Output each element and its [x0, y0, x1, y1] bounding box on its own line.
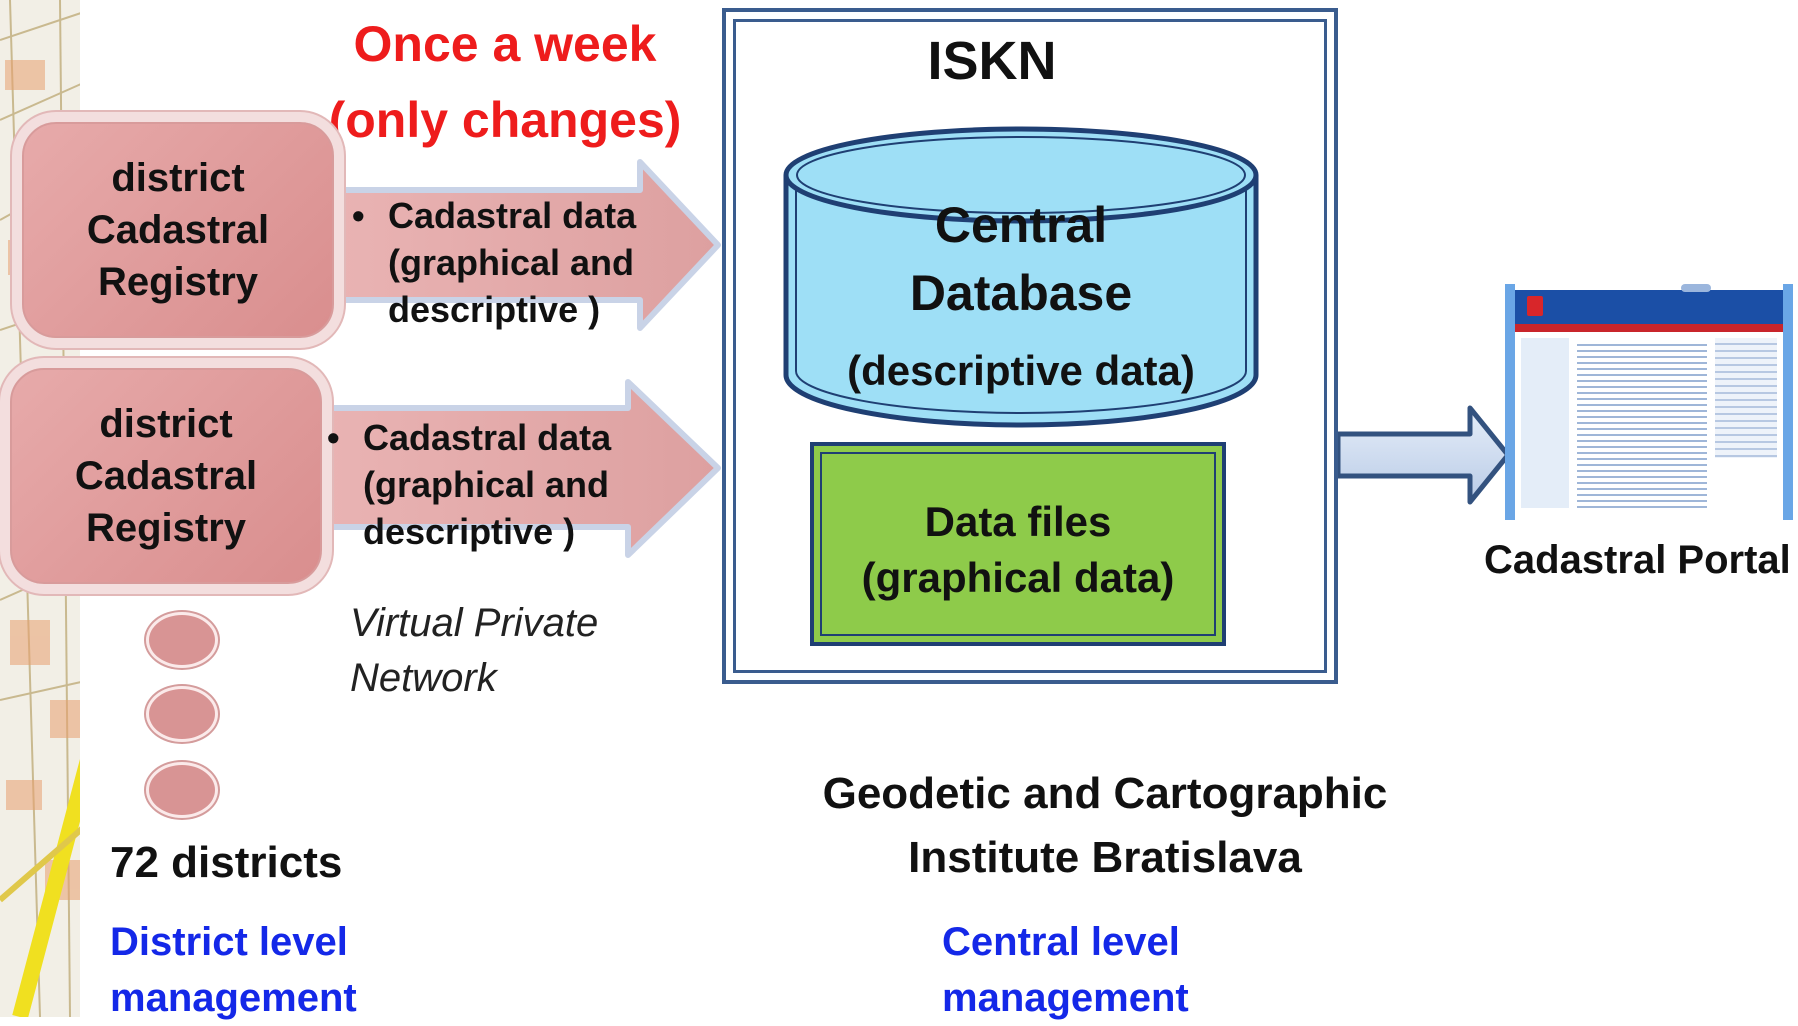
database-label: Central Database (descriptive data): [780, 190, 1262, 416]
arrow-lower-line2: (graphical and: [363, 464, 610, 505]
district-dot-2: [146, 686, 218, 742]
cadastral-portal-caption: Cadastral Portal: [1484, 538, 1791, 582]
iskn-title: ISKN: [927, 31, 1057, 91]
vpn-label: Virtual Private Network: [350, 596, 680, 706]
iskn-inner-frame: [733, 19, 1327, 673]
database-line3: (descriptive data): [847, 347, 1195, 394]
arrow-lower-line1: Cadastral data: [363, 417, 612, 458]
portal-content-lines: [1577, 340, 1707, 510]
districts-count: 72 districts: [110, 838, 343, 887]
registry-1-line1: district: [111, 156, 245, 200]
update-frequency-title: Once a week (only changes): [320, 6, 690, 158]
central-database-cylinder: [783, 126, 1259, 428]
portal-nav: [1515, 324, 1783, 332]
district-level-line2: management: [110, 976, 357, 1020]
data-files-box: Data files (graphical data): [810, 442, 1226, 646]
data-files-line2: (graphical data): [861, 554, 1175, 601]
database-line2: Database: [909, 265, 1133, 321]
portal-logo: [1527, 296, 1543, 316]
frequency-line2: (only changes): [328, 92, 682, 148]
data-files-line1: Data files: [924, 498, 1112, 545]
vpn-line1: Virtual Private: [350, 601, 599, 645]
bullet-2: •: [327, 417, 340, 458]
arrow-upper-line2: (graphical and: [388, 242, 635, 283]
cadastral-portal-thumbnail[interactable]: [1505, 284, 1793, 520]
arrow-upper-line1: Cadastral data: [388, 195, 637, 236]
frequency-line1: Once a week: [353, 16, 657, 72]
district-registry-box-2: district Cadastral Registry: [10, 368, 322, 584]
institute-line2: Institute Bratislava: [908, 833, 1302, 882]
arrow-upper-text: • Cadastral data (graphical and descript…: [352, 192, 652, 333]
district-registry-box-1: district Cadastral Registry: [22, 122, 334, 338]
registry-2-line3: Registry: [85, 506, 247, 550]
district-dot-1: [146, 612, 218, 668]
vpn-line2: Network: [350, 656, 497, 700]
registry-2-line2: Cadastral: [74, 454, 258, 498]
district-dot-3: [146, 762, 218, 818]
institute-line1: Geodetic and Cartographic: [822, 769, 1388, 818]
institute-name: Geodetic and Cartographic Institute Brat…: [760, 762, 1450, 890]
central-level-line1: Central level: [942, 920, 1180, 964]
arrow-upper-line3: descriptive ): [388, 289, 601, 330]
bullet-1: •: [352, 195, 365, 236]
portal-header: [1515, 290, 1783, 324]
registry-1-line2: Cadastral: [86, 208, 270, 252]
arrow-lower-text: • Cadastral data (graphical and descript…: [327, 414, 627, 555]
data-files-inner-border: [820, 452, 1216, 636]
data-files-label: Data files (graphical data): [814, 494, 1222, 606]
district-level-management: District level management: [110, 914, 357, 1026]
arrow-lower: [325, 379, 721, 558]
arrow-to-portal: [1335, 405, 1511, 505]
district-level-line1: District level: [110, 920, 348, 964]
database-line1: Central: [934, 197, 1108, 253]
central-level-management: Central level management: [942, 914, 1189, 1026]
arrow-lower-line3: descriptive ): [363, 511, 576, 552]
registry-2-line1: district: [99, 402, 233, 446]
central-level-line2: management: [942, 976, 1189, 1020]
portal-controls: [1681, 284, 1711, 292]
registry-1-line3: Registry: [97, 260, 259, 304]
portal-right-column: [1715, 338, 1777, 458]
portal-left-column: [1521, 338, 1569, 508]
arrow-upper: [337, 159, 721, 331]
portal-page: [1515, 284, 1783, 520]
